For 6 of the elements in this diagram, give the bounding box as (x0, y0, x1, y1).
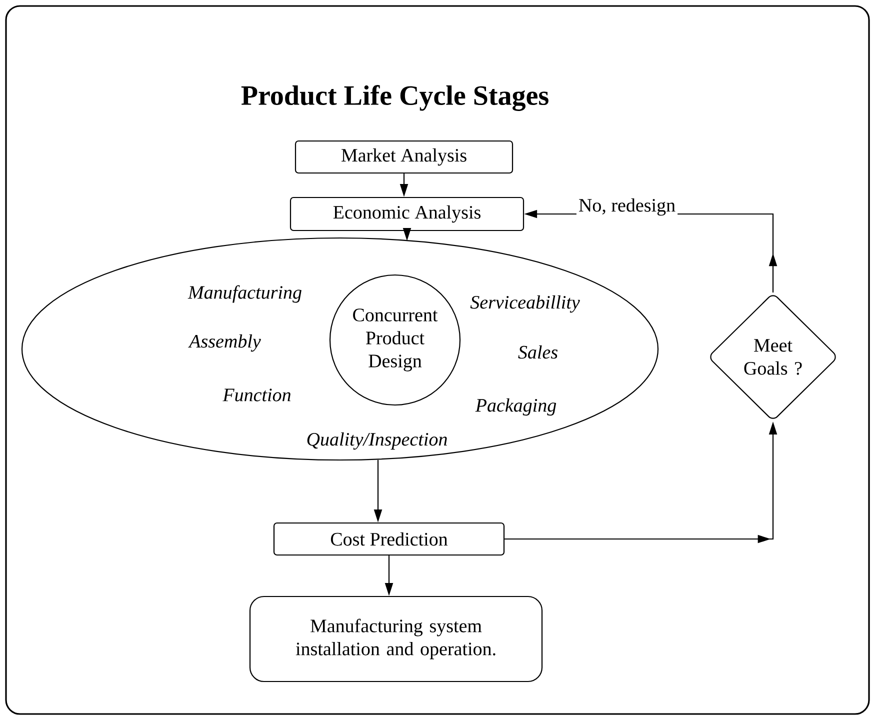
process-box: Manufacturing system installation and operation. (249, 596, 543, 682)
process-box: Economic Analysis (290, 196, 524, 232)
process-box: Cost Prediction (273, 522, 505, 556)
edge-label: No, redesign (576, 196, 678, 218)
process-box: Market Analysis (294, 140, 514, 174)
title: Product Life Cycle Stages (241, 85, 548, 111)
